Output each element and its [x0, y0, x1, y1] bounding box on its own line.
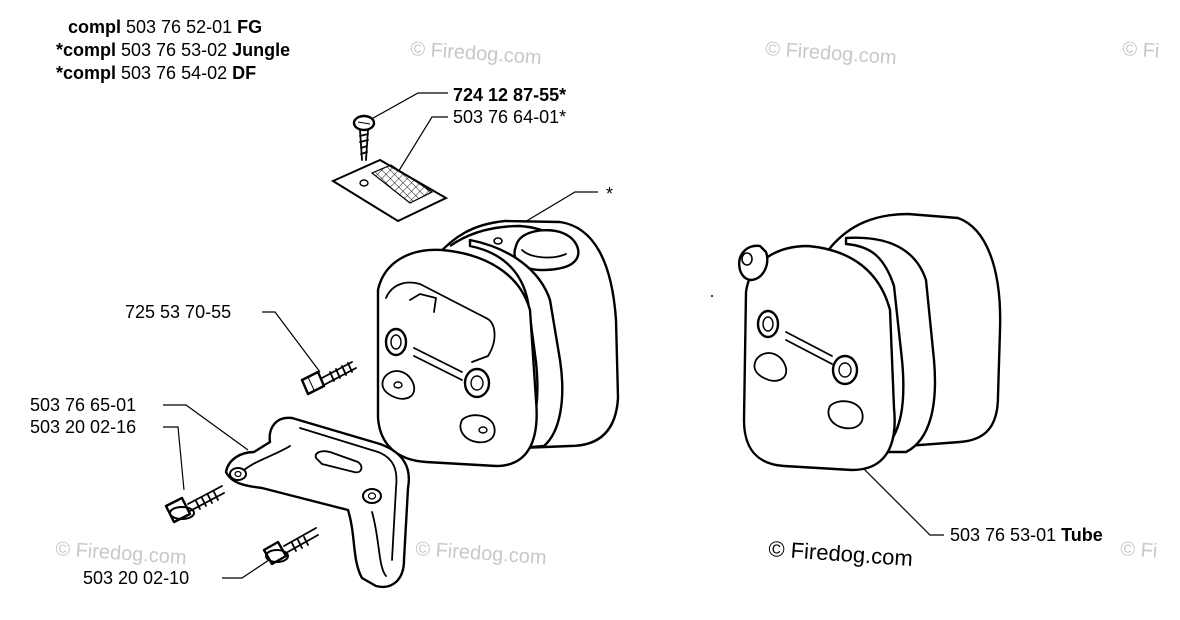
header-variant-2: Jungle [232, 40, 290, 60]
label-tube-word: Tube [1061, 525, 1103, 545]
header-prefix-3: *compl [56, 63, 116, 83]
bolt-short-part [262, 527, 319, 566]
label-screen: 503 76 64-01* [453, 107, 566, 127]
leader-bolt [262, 311, 321, 373]
spark-screen-part [330, 158, 449, 223]
muffler-part-left [376, 219, 620, 468]
leader-tube [839, 444, 944, 536]
leader-bracket [163, 404, 249, 451]
leader-lines [163, 92, 944, 579]
watermark-4: © Firedog.com [55, 538, 188, 569]
watermark-1: © Firedog.com [410, 38, 543, 69]
top-screw-part [352, 114, 376, 161]
mounting-bracket-part [224, 416, 411, 589]
header-prefix-1: compl [68, 17, 121, 37]
label-bolt: 725 53 70-55 [125, 302, 231, 322]
bolt-part [300, 361, 357, 396]
watermark-6: © Fi [1120, 538, 1158, 563]
label-screw-top: 724 12 87-55* [453, 85, 566, 105]
header-number-3: 503 76 54-02 [121, 63, 227, 83]
leader-bolt-long [163, 426, 185, 491]
leader-screw-top [365, 92, 448, 123]
bolt-long-part [164, 485, 225, 524]
label-bolt-short: 503 20 02-10 [83, 568, 189, 588]
copyright-watermark: © Firedog.com [768, 536, 914, 571]
header-number-2: 503 76 53-02 [121, 40, 227, 60]
muffler-part-tube [738, 212, 1002, 472]
label-bolt-long: 503 20 02-16 [30, 417, 136, 437]
watermark-5: © Firedog.com [415, 538, 548, 569]
header-variant-3: DF [232, 63, 256, 83]
watermark-3: © Fi [1122, 38, 1160, 63]
label-tube-number: 503 76 53-01 [950, 525, 1056, 545]
header-prefix-2: *compl [56, 40, 116, 60]
leader-screen [391, 116, 448, 183]
label-bracket: 503 76 65-01 [30, 395, 136, 415]
watermark-2: © Firedog.com [765, 38, 898, 69]
header-number-1: 503 76 52-01 [126, 17, 232, 37]
leader-bolt-short [222, 557, 273, 579]
label-cover-star: * [606, 184, 613, 204]
header-variant-1: FG [237, 17, 262, 37]
